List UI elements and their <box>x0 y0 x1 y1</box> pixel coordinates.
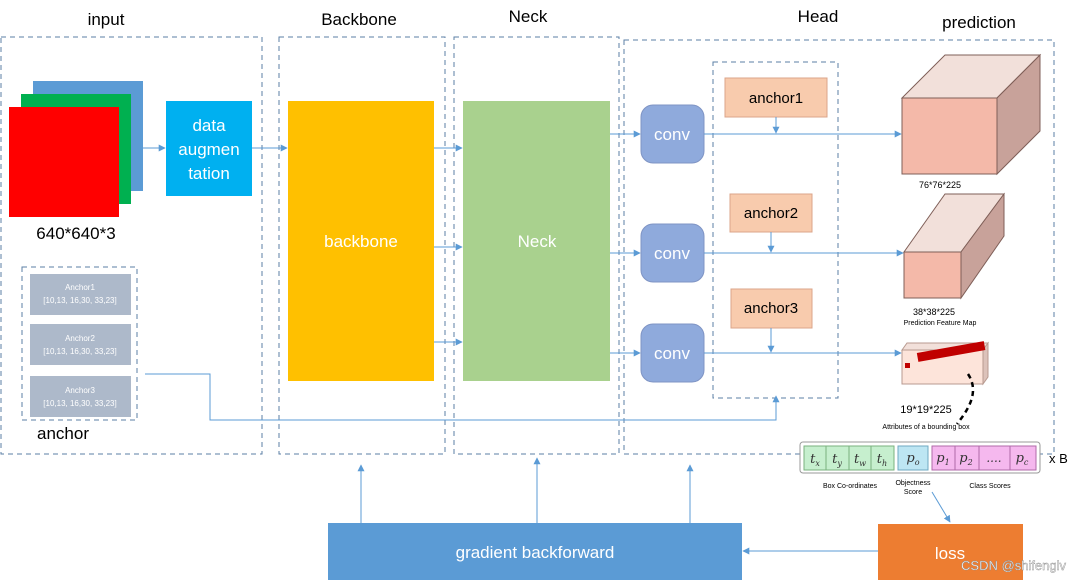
cube-small-cell <box>905 363 910 368</box>
cell-pc: pc <box>1016 451 1029 467</box>
loss-block <box>878 524 1023 580</box>
conv-label-2: conv <box>654 244 690 263</box>
section-title-neck: Neck <box>509 7 548 26</box>
cell-th: th <box>877 452 887 468</box>
section-title-backbone: Backbone <box>321 10 397 29</box>
cell-tw-sub: w <box>859 459 866 468</box>
prediction-cube-large <box>900 53 1042 176</box>
input-anchor3-values: [10,13, 16,30, 33,23] <box>43 399 116 408</box>
input-frame <box>0 36 263 455</box>
loss-label: loss <box>935 544 965 563</box>
group-label-box: Box Co-ordinates <box>823 483 878 490</box>
cell-po: po <box>906 451 919 467</box>
conv-label-1: conv <box>654 125 690 144</box>
input-anchor2-name: Anchor2 <box>65 334 95 343</box>
section-title-input: input <box>88 10 125 29</box>
cell-th-main: t <box>877 452 883 467</box>
conv-label-3: conv <box>654 344 690 363</box>
cube-medium-front <box>903 251 962 299</box>
input-anchor1-box <box>30 274 131 315</box>
cell-tw-main: t <box>854 452 860 467</box>
input-anchor2-box <box>30 324 131 365</box>
augment-line-3: tation <box>188 164 230 183</box>
input-anchor1-name: Anchor1 <box>65 283 95 292</box>
section-title-prediction: prediction <box>942 13 1016 32</box>
gradient-backforward-block <box>328 523 742 580</box>
cell-p2-sub: 2 <box>967 458 973 467</box>
watermark: CSDN @shifenglv <box>961 558 1066 573</box>
input-anchor3-name: Anchor3 <box>65 386 95 395</box>
cell-ellipsis: .... <box>986 451 1001 465</box>
cell-tx-main: t <box>810 452 816 467</box>
cell-ty-sub: y <box>836 459 842 468</box>
backbone-label: backbone <box>324 232 398 251</box>
head-frame <box>623 39 1055 455</box>
input-anchor2-values: [10,13, 16,30, 33,23] <box>43 347 116 356</box>
pred-size-19: 19*19*225 <box>900 404 951 416</box>
arrow-attr-to-loss <box>931 491 951 523</box>
input-anchor-frame <box>21 266 138 421</box>
objectness-cell <box>897 445 929 471</box>
prediction-cube-medium <box>903 192 1005 300</box>
cell-pc-main: p <box>1016 451 1025 466</box>
cell-p1-sub: 1 <box>945 458 950 467</box>
cell-p2: p2 <box>959 451 972 467</box>
backbone-frame <box>278 36 446 455</box>
prediction-cube-small <box>901 341 989 386</box>
input-anchor1-values: [10,13, 16,30, 33,23] <box>43 296 116 305</box>
image-size-label: 640*640*3 <box>36 224 115 243</box>
group-label-objectness: Objectness <box>895 480 931 487</box>
attr-dashed-connector <box>956 373 975 425</box>
gradient-label: gradient backforward <box>456 543 615 562</box>
cell-po-main: p <box>906 451 915 466</box>
augment-line-2: augmen <box>178 140 239 159</box>
head-anchor2-label: anchor2 <box>744 205 798 222</box>
cell-pc-sub: c <box>1024 458 1029 467</box>
cube-small-stripe <box>916 341 986 362</box>
head-anchor3-box <box>730 288 813 329</box>
neck-block <box>463 101 610 381</box>
group-label-score: Score <box>904 489 922 496</box>
feature-map-caption: Prediction Feature Map <box>904 320 977 327</box>
group-label-class: Class Scores <box>969 483 1011 490</box>
cell-tx: tx <box>810 452 820 468</box>
backbone-block <box>288 101 434 381</box>
cell-th-sub: h <box>882 459 887 468</box>
head-anchor1-label: anchor1 <box>749 90 803 107</box>
class-scores-group <box>931 445 1037 471</box>
cell-p2-main: p <box>959 451 968 466</box>
attr-caption: Attributes of a bounding box <box>882 424 970 431</box>
cell-tx-sub: x <box>815 459 820 468</box>
bbox-attribute-vector: tx ty tw th po p1 p2 .... pc <box>799 441 1041 474</box>
section-title-head: Head <box>798 7 839 26</box>
pred-size-38: 38*38*225 <box>913 307 955 317</box>
multiplier-label: x B <box>1049 451 1068 466</box>
cell-ty: ty <box>832 452 842 468</box>
input-anchor3-box <box>30 376 131 417</box>
augment-line-1: data <box>192 116 226 135</box>
cube-large-front <box>901 97 998 175</box>
anchor-label: anchor <box>37 424 89 443</box>
cell-tw: tw <box>854 452 866 468</box>
head-anchor3-label: anchor3 <box>744 300 798 317</box>
data-augmentation-box <box>166 101 252 196</box>
cell-po-sub: o <box>915 458 920 467</box>
arrow-anchor-to-head <box>145 373 780 421</box>
connectors <box>143 117 951 555</box>
neck-label: Neck <box>518 232 557 251</box>
cell-p1: p1 <box>936 451 949 467</box>
cell-p1-main: p <box>936 451 945 466</box>
cell-ty-main: t <box>832 452 838 467</box>
image-channel-red <box>9 107 119 217</box>
neck-frame <box>453 36 620 455</box>
pred-size-76: 76*76*225 <box>919 180 961 190</box>
